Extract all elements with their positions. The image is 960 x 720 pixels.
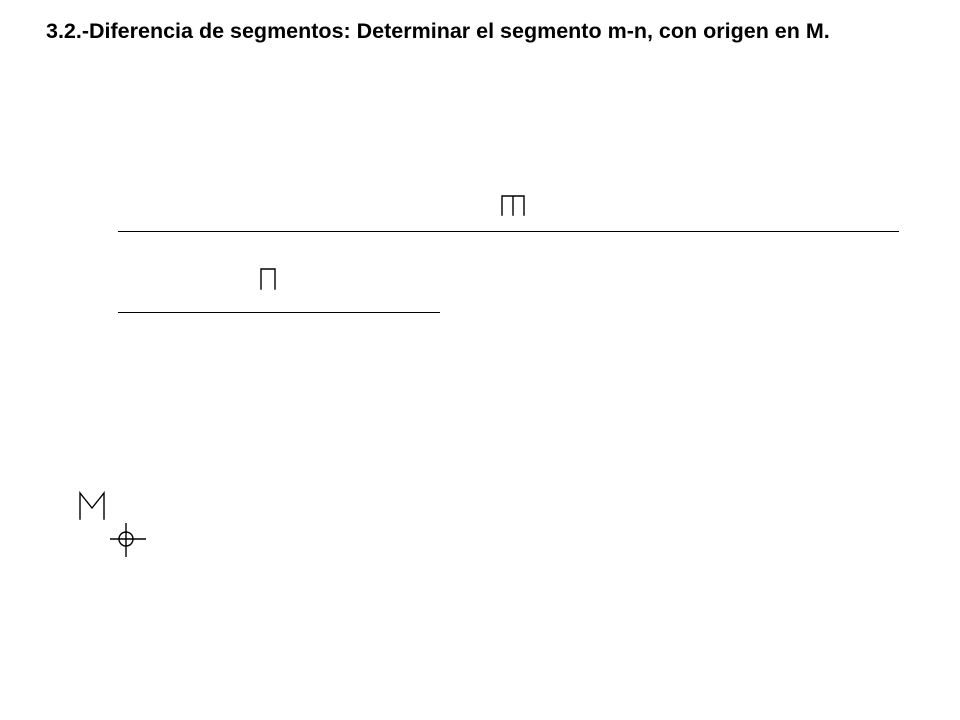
origin-point-m: M [79,491,146,557]
exercise-title: 3.2.-Diferencia de segmentos: Determinar… [46,19,830,43]
segment-m: m [118,195,899,232]
segment-n: n [118,268,440,313]
origin-label: M [79,491,105,520]
segment-m-label: m [501,195,525,216]
segment-n-label: n [260,268,276,290]
origin-marker [110,523,146,557]
